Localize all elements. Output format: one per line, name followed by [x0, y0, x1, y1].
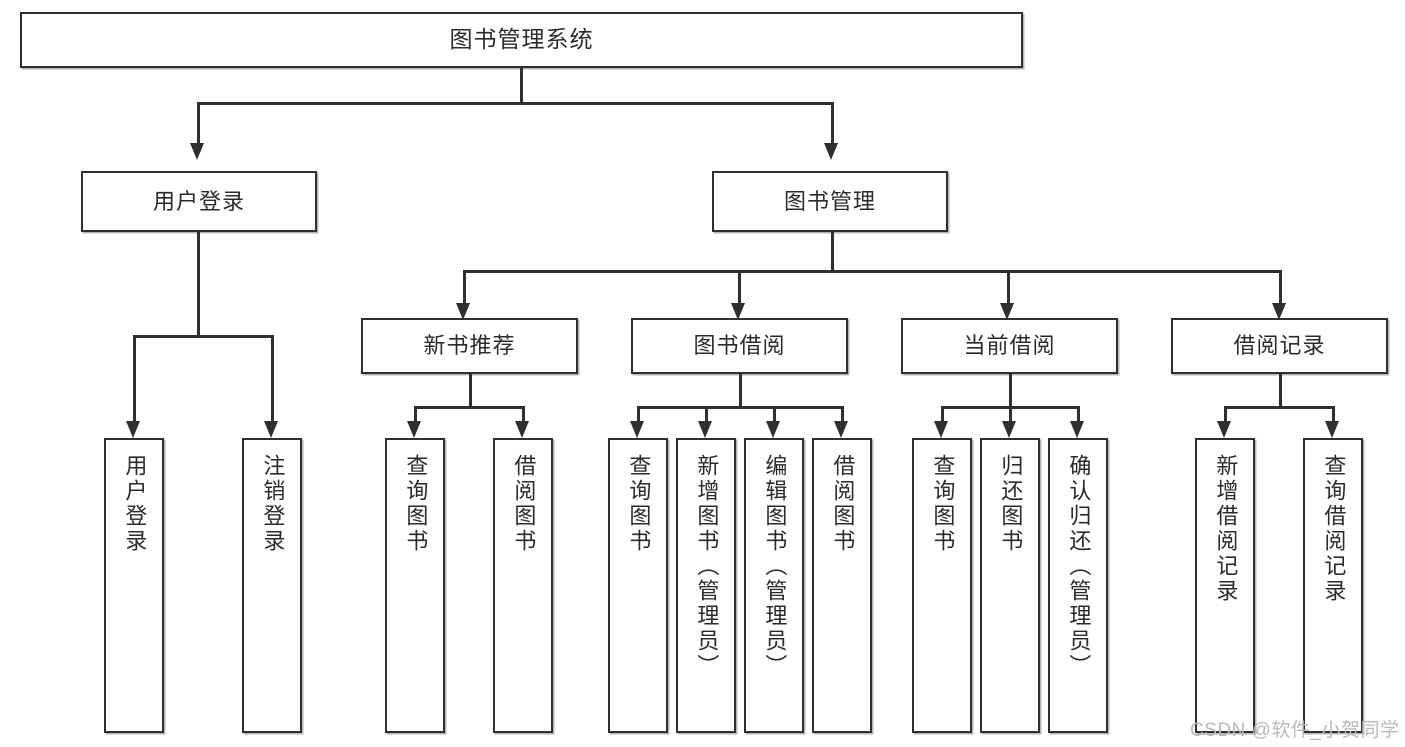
connector-book-manage-stem: [831, 232, 834, 272]
node-label: 新增图书（管理员）: [694, 454, 720, 679]
leaf-book-borrow-lend[interactable]: 借阅图书: [812, 438, 872, 733]
arrow-borrow-record-to-leaf-2: [1325, 421, 1339, 438]
arrow-book-borrow-to-leaf-3: [766, 421, 780, 438]
connector-book-manage-to-borrow: [738, 270, 741, 303]
connector-borrow-record-stem: [1279, 374, 1282, 408]
arrow-book-borrow-to-leaf-1: [630, 421, 644, 438]
node-label: 新增借阅记录: [1213, 454, 1239, 604]
connector-user-login-stem: [197, 232, 200, 335]
connector-user-login-to-leaf-2: [271, 335, 274, 421]
arrow-new-book-to-leaf-1: [407, 421, 421, 438]
leaf-new-book-borrow[interactable]: 借阅图书: [493, 438, 553, 733]
connector-book-borrow-to-leaf-3: [773, 406, 776, 421]
connector-current-borrow-to-leaf-1: [941, 406, 944, 421]
arrow-current-borrow-to-leaf-1: [934, 421, 948, 438]
arrow-borrow-record-to-leaf-1: [1217, 421, 1231, 438]
connector-new-book-to-leaf-1: [414, 406, 417, 421]
node-label: 新书推荐: [423, 333, 516, 359]
node-root-system[interactable]: 图书管理系统: [20, 12, 1023, 68]
connector-current-borrow-stem: [1009, 374, 1012, 408]
connector-book-borrow-stem: [739, 374, 742, 408]
arrow-current-borrow-to-leaf-2: [1002, 421, 1016, 438]
connector-root-to-book-manage: [831, 102, 834, 143]
arrow-book-manage-to-borrow: [731, 303, 745, 320]
leaf-new-book-query[interactable]: 查询图书: [385, 438, 445, 733]
connector-book-manage-to-new-book: [463, 270, 466, 303]
node-label: 查询借阅记录: [1321, 454, 1347, 604]
node-label: 当前借阅: [963, 333, 1056, 359]
leaf-user-login-signin[interactable]: 用户登录: [104, 438, 164, 733]
connector-borrow-record-bus: [1224, 406, 1334, 409]
connector-book-borrow-to-leaf-1: [637, 406, 640, 421]
connector-book-borrow-to-leaf-2: [705, 406, 708, 421]
node-label: 确认归还（管理员）: [1066, 454, 1092, 679]
leaf-borrow-record-add[interactable]: 新增借阅记录: [1195, 438, 1255, 733]
arrow-user-login-to-leaf-1: [126, 421, 140, 438]
leaf-book-borrow-edit[interactable]: 编辑图书（管理员）: [744, 438, 804, 733]
connector-current-borrow-to-leaf-3: [1077, 406, 1080, 421]
node-label: 查询图书: [626, 454, 652, 554]
arrow-root-to-book-manage: [824, 143, 838, 160]
node-label: 借阅图书: [511, 454, 537, 554]
leaf-user-login-signout[interactable]: 注销登录: [242, 438, 302, 733]
arrow-book-manage-to-new-book: [456, 303, 470, 320]
arrow-book-borrow-to-leaf-4: [834, 421, 848, 438]
leaf-borrow-record-query[interactable]: 查询借阅记录: [1303, 438, 1363, 733]
node-book-borrow[interactable]: 图书借阅: [631, 318, 848, 374]
arrow-new-book-to-leaf-2: [515, 421, 529, 438]
leaf-current-borrow-confirm-return[interactable]: 确认归还（管理员）: [1048, 438, 1108, 733]
leaf-book-borrow-add[interactable]: 新增图书（管理员）: [676, 438, 736, 733]
node-current-borrow[interactable]: 当前借阅: [901, 318, 1118, 374]
node-label: 图书管理系统: [449, 26, 594, 53]
leaf-current-borrow-return[interactable]: 归还图书: [980, 438, 1040, 733]
connector-root-stem: [520, 68, 523, 104]
arrow-user-login-to-leaf-2: [264, 421, 278, 438]
node-user-login[interactable]: 用户登录: [81, 171, 317, 232]
connector-borrow-record-to-leaf-2: [1332, 406, 1335, 421]
connector-book-borrow-bus: [637, 406, 841, 409]
node-label: 用户登录: [152, 188, 245, 214]
node-new-book-recommend[interactable]: 新书推荐: [361, 318, 578, 374]
connector-book-manage-bus: [463, 270, 1281, 273]
leaf-book-borrow-query[interactable]: 查询图书: [608, 438, 668, 733]
arrow-book-borrow-to-leaf-2: [698, 421, 712, 438]
connector-new-book-bus: [414, 406, 524, 409]
connector-current-borrow-to-leaf-2: [1009, 406, 1012, 421]
connector-user-login-to-leaf-1: [133, 335, 136, 421]
node-label: 用户登录: [122, 454, 148, 554]
arrow-root-to-user-login: [190, 143, 204, 160]
arrow-book-manage-to-current: [1000, 303, 1014, 320]
csdn-watermark: CSDN @软件_小贺同学: [1190, 720, 1400, 741]
node-label: 借阅图书: [830, 454, 856, 554]
connector-new-book-to-leaf-2: [522, 406, 525, 421]
connector-user-login-bus: [133, 335, 273, 338]
node-label: 图书管理: [783, 188, 876, 214]
connector-book-manage-to-record: [1279, 270, 1282, 303]
connector-new-book-stem: [469, 374, 472, 408]
node-label: 归还图书: [998, 454, 1024, 554]
node-book-management[interactable]: 图书管理: [712, 171, 948, 232]
connector-root-to-user-login: [197, 102, 200, 143]
node-label: 查询图书: [930, 454, 956, 554]
connector-borrow-record-to-leaf-1: [1224, 406, 1227, 421]
node-label: 借阅记录: [1233, 333, 1326, 359]
node-borrow-record[interactable]: 借阅记录: [1171, 318, 1388, 374]
node-label: 注销登录: [260, 454, 286, 554]
leaf-current-borrow-query[interactable]: 查询图书: [912, 438, 972, 733]
node-label: 图书借阅: [693, 333, 786, 359]
arrow-book-manage-to-record: [1272, 303, 1286, 320]
connector-book-manage-to-current: [1007, 270, 1010, 303]
node-label: 查询图书: [403, 454, 429, 554]
node-label: 编辑图书（管理员）: [762, 454, 788, 679]
arrow-current-borrow-to-leaf-3: [1070, 421, 1084, 438]
connector-book-borrow-to-leaf-4: [841, 406, 844, 421]
connector-root-bus: [197, 102, 834, 105]
